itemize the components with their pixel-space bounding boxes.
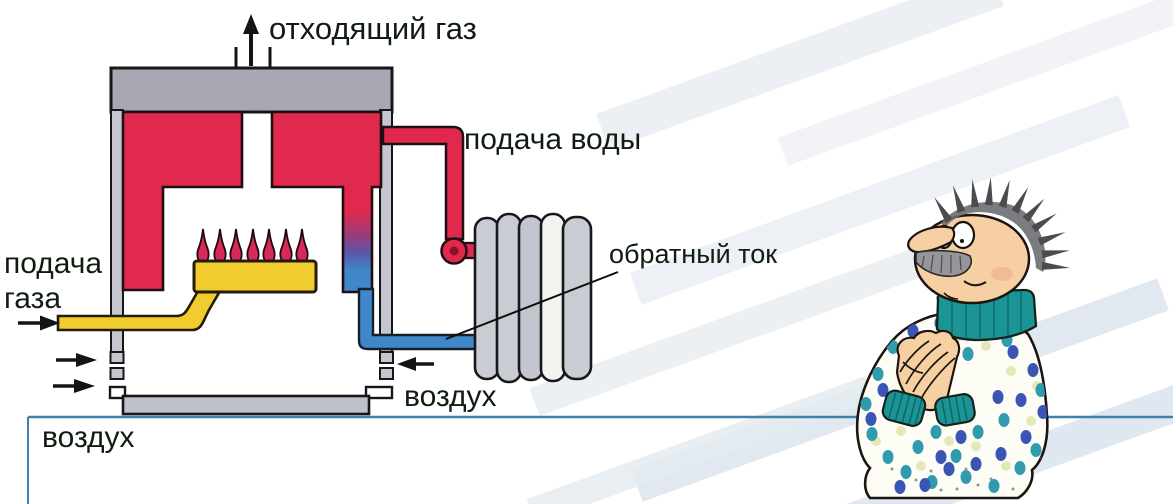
man-hands: [895, 329, 961, 412]
label-water-supply: подача воды: [464, 123, 642, 156]
man-cuff-right: [934, 393, 976, 427]
air-arrow-left-1-icon: [56, 353, 97, 367]
man-cheek: [991, 267, 1013, 281]
label-air-room: воздух: [42, 421, 135, 454]
boiler-cap: [109, 66, 394, 114]
burner: [192, 259, 318, 294]
gas-arrow-icon: [18, 315, 60, 331]
man-chin-line: [943, 292, 959, 300]
cartoon-man: [855, 177, 1070, 500]
label-air-intake: воздух: [404, 380, 497, 413]
chimney: [234, 47, 272, 69]
man-smile: [963, 280, 987, 287]
man-hair: [934, 177, 1070, 272]
label-gas-supply: подача газа: [4, 246, 102, 316]
return-pipe: [357, 287, 483, 351]
man-mustache: [915, 249, 972, 278]
man-cuff-left: [881, 389, 927, 428]
air-gap-blocks: [109, 351, 394, 380]
boiler: [18, 14, 483, 416]
radiator: [473, 212, 593, 384]
label-exhaust-gas: отходящий газ: [269, 11, 477, 46]
label-gas-supply-line1: подача: [4, 247, 103, 280]
hot-water-jacket-left: [121, 110, 244, 292]
label-return-flow: обратный ток: [609, 239, 778, 269]
air-arrow-right-icon: [397, 357, 434, 371]
air-arrow-left-2-icon: [53, 379, 95, 393]
boiler-base: [108, 385, 394, 416]
label-gas-supply-line2: газа: [4, 282, 62, 315]
pointer-line: [445, 271, 619, 340]
burner-flames: [196, 228, 309, 264]
exhaust-arrow-icon: [243, 14, 259, 66]
